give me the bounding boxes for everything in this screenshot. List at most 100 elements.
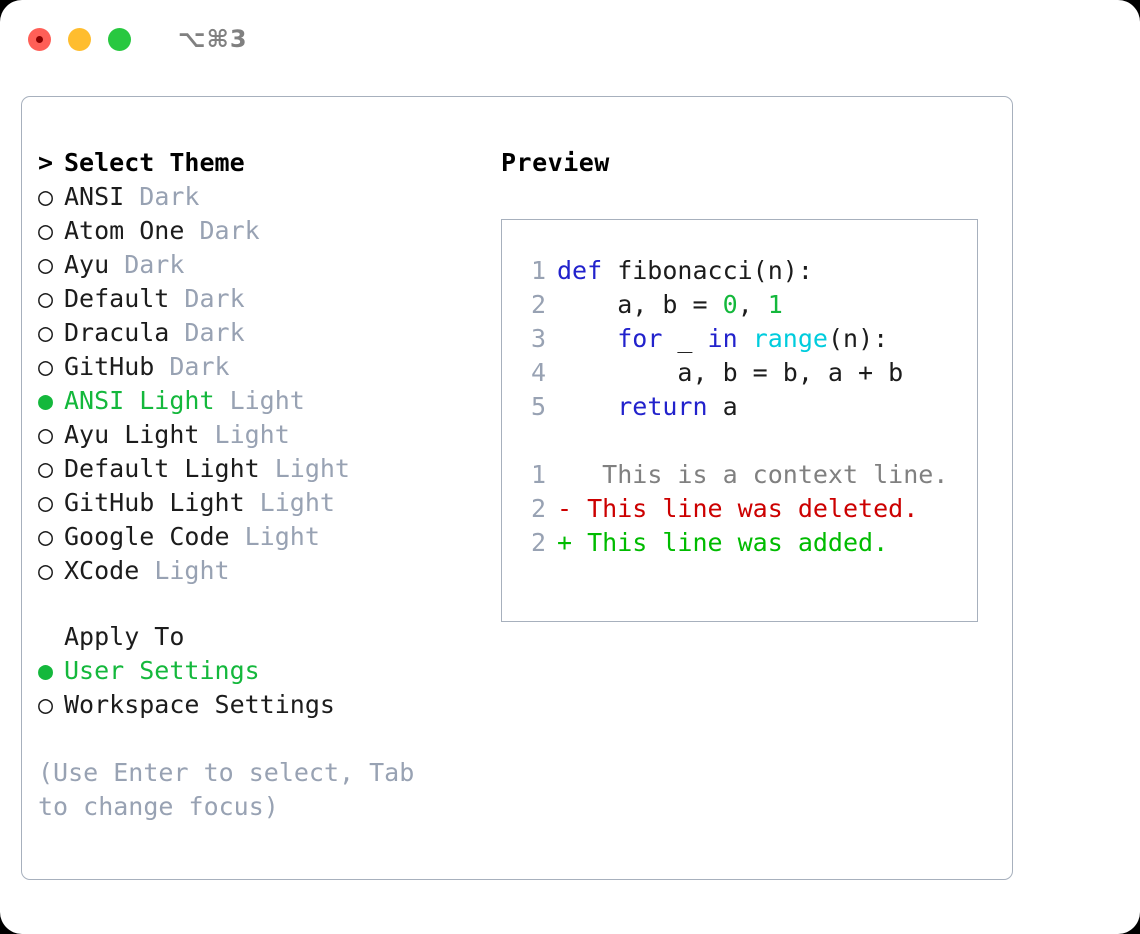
code-line-number: 4 [530, 358, 546, 387]
code-token: _ [662, 324, 708, 353]
theme-name: Google Code [64, 522, 230, 551]
theme-variant-tag: Light [214, 386, 305, 415]
theme-variant-tag: Dark [169, 284, 245, 313]
keyboard-shortcut-label: ⌥⌘3 [178, 25, 248, 53]
theme-variant-tag: Light [259, 454, 350, 483]
code-token: (n): [827, 324, 889, 353]
theme-name: Default [64, 284, 170, 313]
diff-lines: 1 This is a context line. 2- This line wa… [516, 458, 977, 560]
code-token: def [557, 256, 603, 285]
radio-unselected-icon: ○ [38, 556, 54, 585]
code-token: in [707, 324, 738, 353]
theme-name: XCode [64, 556, 140, 585]
theme-list-item[interactable]: ○Atom One Dark [38, 214, 508, 248]
theme-variant-tag: Dark [154, 352, 230, 381]
theme-list-item[interactable]: ○Default Light Light [38, 452, 508, 486]
theme-name: GitHub Light [64, 488, 245, 517]
apply-to-option-label: Workspace Settings [64, 690, 335, 719]
code-line: 5 return a [516, 390, 977, 424]
theme-name: Dracula [64, 318, 170, 347]
diff-marker: + [557, 528, 573, 557]
theme-variant-tag: Light [199, 420, 290, 449]
diff-text: This is a context line. [572, 460, 949, 489]
theme-name: GitHub [64, 352, 155, 381]
code-token: 1 [767, 290, 783, 319]
theme-list-item[interactable]: ○ANSI Dark [38, 180, 508, 214]
radio-selected-icon: ● [38, 386, 54, 415]
radio-unselected-icon: ○ [38, 420, 54, 449]
theme-list-item[interactable]: ○ GitHub Dark [38, 350, 508, 384]
theme-list-item[interactable]: ○GitHub Light Light [38, 486, 508, 520]
code-token: a, b = b, a + b [557, 358, 904, 387]
theme-variant-tag: Light [229, 522, 320, 551]
theme-variant-tag: Dark [169, 318, 245, 347]
radio-unselected-icon: ○ [38, 352, 54, 381]
code-token [557, 392, 617, 421]
apply-to-title: Apply To [64, 622, 185, 651]
theme-variant-tag: Light [244, 488, 335, 517]
code-token: a [707, 392, 738, 421]
diff-line: 2+ This line was added. [516, 526, 977, 560]
diff-text: This line was deleted. [572, 494, 919, 523]
theme-list-item[interactable]: ○ Ayu Light Light [38, 418, 508, 452]
theme-list: ○ANSI Dark○Atom One Dark○Ayu Dark○Defaul… [38, 180, 508, 588]
apply-to-option[interactable]: ○ Workspace Settings [38, 688, 508, 722]
theme-list-item[interactable]: ○ Default Dark [38, 282, 508, 316]
title-bar: ⌥⌘3 [0, 0, 1140, 78]
code-line-number: 3 [530, 324, 546, 353]
radio-selected-icon: ● [38, 656, 54, 685]
code-spacer [516, 424, 977, 458]
theme-name: Ayu Light [64, 420, 200, 449]
maximize-button[interactable] [108, 27, 131, 51]
theme-name: ANSI Light [64, 386, 215, 415]
apply-to-options: ● User Settings ○ Workspace Settings [38, 654, 508, 722]
code-line: 3 for _ in range(n): [516, 322, 977, 356]
select-theme-heading: > Select Theme [38, 146, 508, 180]
close-button[interactable] [28, 27, 51, 51]
radio-unselected-icon: ○ [38, 318, 54, 347]
diff-marker: - [557, 494, 573, 523]
select-theme-heading-label: Select Theme [64, 148, 245, 177]
code-line-number: 5 [530, 392, 546, 421]
code-line-number: 2 [530, 290, 546, 319]
code-line: 4 a, b = b, a + b [516, 356, 977, 390]
diff-line-number: 2 [530, 528, 546, 557]
theme-variant-tag: Dark [184, 216, 260, 245]
diff-line-number: 1 [530, 460, 546, 489]
code-line-number: 1 [530, 256, 546, 285]
theme-variant-tag: Dark [109, 250, 185, 279]
diff-line: 2- This line was deleted. [516, 492, 977, 526]
theme-name: Atom One [64, 216, 185, 245]
diff-line-number: 2 [530, 494, 546, 523]
theme-name: ANSI [64, 182, 125, 211]
code-token: a, b = [557, 290, 723, 319]
diff-marker [557, 460, 572, 489]
apply-to-option[interactable]: ● User Settings [38, 654, 508, 688]
code-line: 2 a, b = 0, 1 [516, 288, 977, 322]
theme-selection-panel: >Select Theme ○ANSI Dark○Atom One Dark○A… [38, 146, 508, 824]
apply-to-option-label: User Settings [64, 656, 260, 685]
theme-variant-tag: Light [139, 556, 230, 585]
radio-unselected-icon: ○ [38, 690, 54, 719]
theme-list-item[interactable]: ○ Dracula Dark [38, 316, 508, 350]
code-token: 0 [722, 290, 738, 319]
prompt-caret-icon: > [38, 148, 54, 177]
theme-list-item[interactable]: ○ XCode Light [38, 554, 508, 588]
apply-to-group: Apply To ● User Settings ○ Workspace Settin… [38, 620, 508, 722]
theme-list-item[interactable]: ● ANSI Light Light [38, 384, 508, 418]
window-controls [28, 27, 131, 51]
theme-list-item[interactable]: ○Google Code Light [38, 520, 508, 554]
minimize-button[interactable] [68, 27, 91, 51]
theme-variant-tag: Dark [124, 182, 200, 211]
code-token: range [752, 324, 828, 353]
radio-unselected-icon: ○ [38, 454, 54, 483]
radio-unselected-icon: ○ [38, 284, 54, 313]
preview-title: Preview [501, 148, 610, 177]
code-token [738, 324, 753, 353]
theme-list-item[interactable]: ○Ayu Dark [38, 248, 508, 282]
dialog-frame: >Select Theme ○ANSI Dark○Atom One Dark○A… [21, 96, 1013, 880]
code-token: for [617, 324, 663, 353]
